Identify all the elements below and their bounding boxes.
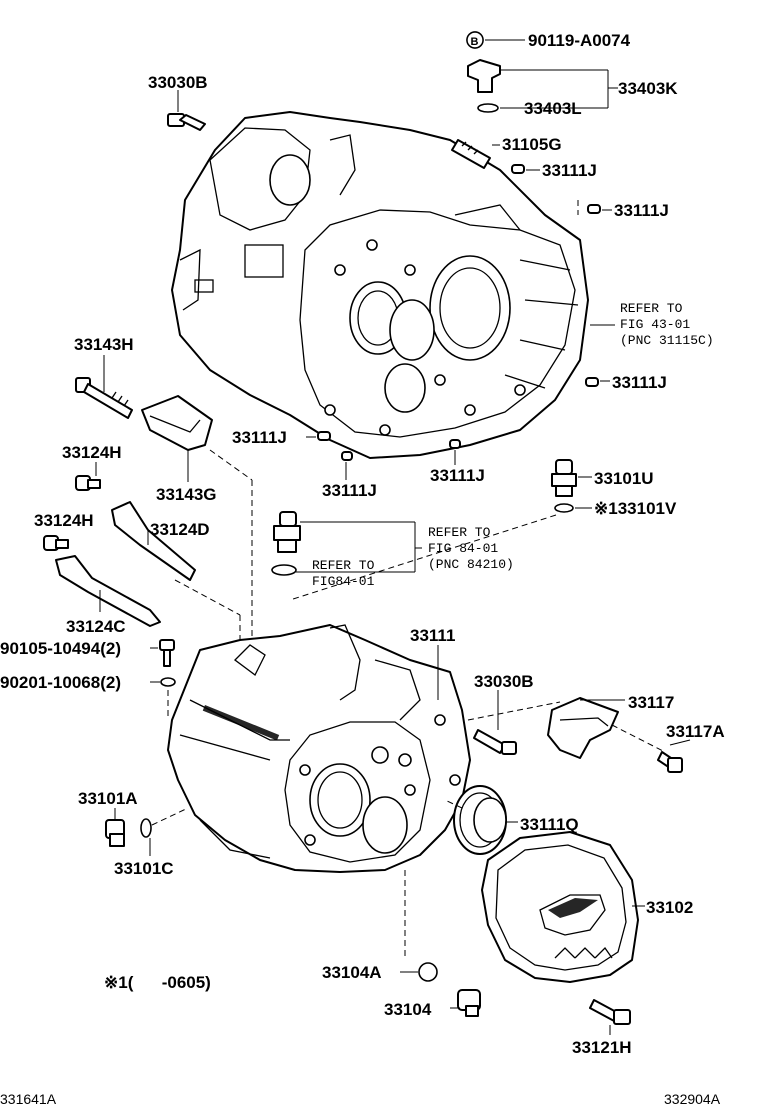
label-90119-a0074: 90119-A0074 (528, 31, 631, 50)
sensor-cap-33403k (467, 59, 501, 113)
label-33101u: 33101U (594, 469, 654, 488)
label-33111j-c: 33111J (612, 373, 667, 392)
bolt-33030b-mid (473, 729, 517, 755)
label-33111q: 33111Q (520, 815, 579, 834)
dowel-pin-33111j-d (317, 431, 331, 441)
label-33030b-top: 33030B (148, 73, 208, 92)
label-circle-b: B (466, 31, 484, 49)
label-refer-fig84-b1: REFER TO (312, 558, 375, 573)
bolt-33143h (75, 377, 133, 419)
label-footnote: ※1( -0605) (104, 973, 211, 992)
label-code-right: 332904A (664, 1091, 721, 1107)
label-133101v: ※133101V (594, 499, 677, 518)
bracket-33143g (141, 395, 213, 451)
dowel-pin-33111j-c (585, 377, 599, 387)
label-33111j-e: 33111J (322, 481, 377, 500)
label-refer-fig43-2: FIG 43-01 (620, 317, 690, 332)
upper-transmission-case (171, 111, 589, 459)
label-90201-10068: 90201-10068(2) (0, 673, 121, 692)
gasket-133101v (554, 503, 574, 513)
gasket-33101c (140, 818, 152, 838)
label-31105g: 31105G (502, 135, 562, 154)
transaxle-housing-33111 (167, 624, 471, 873)
label-33124d: 33124D (150, 520, 210, 539)
label-33117a: 33117A (666, 722, 725, 741)
label-33403l: 33403L (524, 99, 582, 118)
plug-33104 (457, 989, 481, 1017)
label-refer-fig84-a3: (PNC 84210) (428, 557, 514, 572)
dowel-pin-33111j-f (449, 439, 461, 449)
bolt-33117a (657, 751, 683, 773)
bracket-33124c (55, 555, 161, 627)
label-33124h-b: 33124H (34, 511, 94, 530)
label-33111: 33111 (410, 626, 455, 645)
dowel-pin-33111j-e (341, 451, 353, 461)
dowel-pin-33111j-a (511, 164, 525, 174)
switch-33101u (551, 459, 577, 497)
label-33030b-mid: 33030B (474, 672, 534, 691)
label-refer-fig84-a2: FIG 84-01 (428, 541, 498, 556)
housing-cover-33102 (481, 831, 639, 983)
bolt-33124h-b (43, 535, 69, 551)
label-33111j-a: 33111J (542, 161, 597, 180)
label-33104: 33104 (384, 1000, 432, 1019)
label-33101a: 33101A (78, 789, 138, 808)
oil-seal-33111q (453, 785, 507, 855)
label-33102: 33102 (646, 898, 693, 917)
gasket-33104a (418, 962, 438, 982)
label-refer-fig84-b2: FIG84-01 (312, 574, 375, 589)
svg-text:B: B (471, 36, 479, 48)
bolt-90105 (159, 639, 175, 667)
label-refer-fig43-3: (PNC 31115C) (620, 333, 714, 348)
bracket-33117 (547, 697, 619, 759)
label-33111j-f: 33111J (430, 466, 485, 485)
label-refer-fig84-a1: REFER TO (428, 525, 491, 540)
label-33104a: 33104A (322, 963, 382, 982)
label-refer-fig43-1: REFER TO (620, 301, 683, 316)
label-90105-10494: 90105-10494(2) (0, 639, 121, 658)
label-33121h: 33121H (572, 1038, 632, 1057)
bolt-33030b-top (167, 113, 206, 131)
label-33403k: 33403K (618, 79, 678, 98)
label-33111j-d: 33111J (232, 428, 287, 447)
label-33101c: 33101C (114, 859, 174, 878)
label-33111j-b: 33111J (614, 201, 669, 220)
label-33143h: 33143H (74, 335, 134, 354)
dowel-pin-33111j-b (587, 204, 601, 214)
stud-bolt-31105g (451, 139, 491, 169)
label-33124h-a: 33124H (62, 443, 122, 462)
label-33117: 33117 (628, 693, 674, 712)
label-33143g: 33143G (156, 485, 217, 504)
plug-33101a (105, 819, 125, 847)
bolt-33121h (589, 999, 631, 1025)
bolt-33124h-a (75, 475, 101, 491)
label-code-left: 331641A (0, 1091, 57, 1107)
washer-90201 (160, 677, 176, 687)
label-33124c: 33124C (66, 617, 126, 636)
backup-lamp-switch (271, 511, 301, 576)
bracket-33124d (111, 501, 196, 581)
